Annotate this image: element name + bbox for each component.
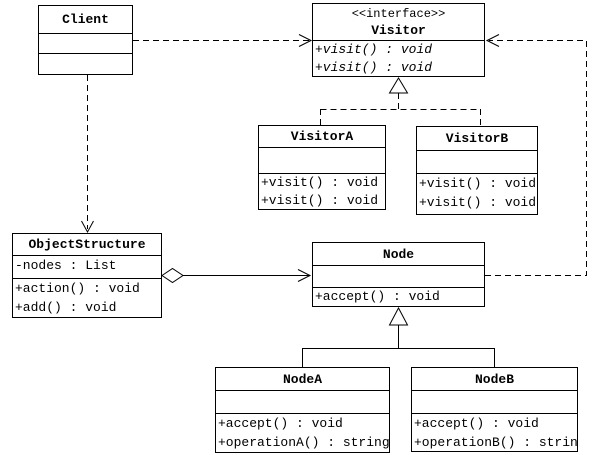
- method-label: +operationA() : string: [218, 435, 389, 450]
- node-b-methods-compartment: +accept() : void +operationB() : string: [412, 413, 577, 451]
- class-name-client: Client: [62, 12, 109, 27]
- visitor-b-attributes-compartment: [417, 150, 537, 173]
- method-label: +visit() : void: [315, 60, 433, 75]
- visitor-b-methods-compartment: +visit() : void +visit() : void: [417, 173, 537, 214]
- class-name-node-b: NodeB: [474, 371, 514, 387]
- class-name-node-a: NodeA: [282, 371, 322, 387]
- class-name-visitor: Visitor: [371, 22, 426, 38]
- method-label: +accept() : void: [414, 416, 539, 431]
- dependency-client-to-visitor: [133, 34, 313, 47]
- method-label: +operationB() : string: [414, 435, 577, 450]
- method-label: +visit() : void: [315, 42, 433, 57]
- realization-hollow-triangle: [388, 77, 409, 94]
- method-label: +accept() : void: [315, 289, 440, 304]
- class-name-object-structure: ObjectStructure: [28, 237, 146, 252]
- method-label: +visit() : void: [261, 175, 379, 190]
- class-box-visitor-b: VisitorB +visit() : void +visit() : void: [416, 126, 538, 215]
- method-label: +visit() : void: [261, 193, 379, 208]
- aggregation-objectstructure-to-node: [161, 267, 312, 284]
- generalization-hollow-triangle: [388, 306, 409, 326]
- node-attributes-compartment: [313, 265, 484, 287]
- class-box-client: Client: [38, 5, 133, 75]
- generalization-nodes-to-node: [302, 306, 495, 367]
- class-box-visitor-a: VisitorA +visit() : void +visit() : void: [258, 125, 386, 210]
- method-label: +visit() : void: [419, 195, 537, 210]
- visitor-a-attributes-compartment: [259, 147, 385, 173]
- dependency-node-to-visitor: [485, 34, 587, 276]
- visitor-methods-compartment: +visit() : void +visit() : void: [313, 40, 484, 76]
- class-name-visitor-a: VisitorA: [290, 129, 354, 144]
- dependency-client-to-objectstructure: [81, 75, 94, 234]
- method-label: +add() : void: [15, 300, 117, 315]
- visitor-header: <<interface>> Visitor: [313, 4, 484, 40]
- visitor-a-methods-compartment: +visit() : void +visit() : void: [259, 173, 385, 209]
- node-a-methods-compartment: +accept() : void +operationA() : string: [216, 413, 389, 452]
- client-methods-compartment: [39, 53, 132, 74]
- class-box-node: Node +accept() : void: [312, 242, 485, 307]
- attribute-label: -nodes : List: [15, 258, 117, 273]
- realization-visitors-to-visitor: [320, 77, 481, 126]
- node-b-attributes-compartment: [412, 390, 577, 413]
- node-methods-compartment: +accept() : void: [313, 287, 484, 306]
- class-box-node-a: NodeA +accept() : void +operationA() : s…: [215, 367, 390, 453]
- class-name-visitor-b: VisitorB: [445, 131, 509, 146]
- class-name-node: Node: [382, 246, 415, 262]
- class-box-node-b: NodeB +accept() : void +operationB() : s…: [411, 367, 578, 452]
- visitor-stereotype: <<interface>>: [351, 6, 446, 21]
- client-attributes-compartment: [39, 33, 132, 53]
- method-label: +action() : void: [15, 281, 140, 296]
- class-box-visitor: <<interface>> Visitor +visit() : void +v…: [312, 3, 485, 77]
- node-a-attributes-compartment: [216, 390, 389, 413]
- method-label: +visit() : void: [419, 176, 537, 191]
- method-label: +accept() : void: [218, 416, 343, 431]
- object-structure-methods-compartment: +action() : void +add() : void: [13, 278, 161, 317]
- class-box-object-structure: ObjectStructure -nodes : List +action() …: [12, 233, 162, 318]
- object-structure-attributes-compartment: -nodes : List: [13, 255, 161, 278]
